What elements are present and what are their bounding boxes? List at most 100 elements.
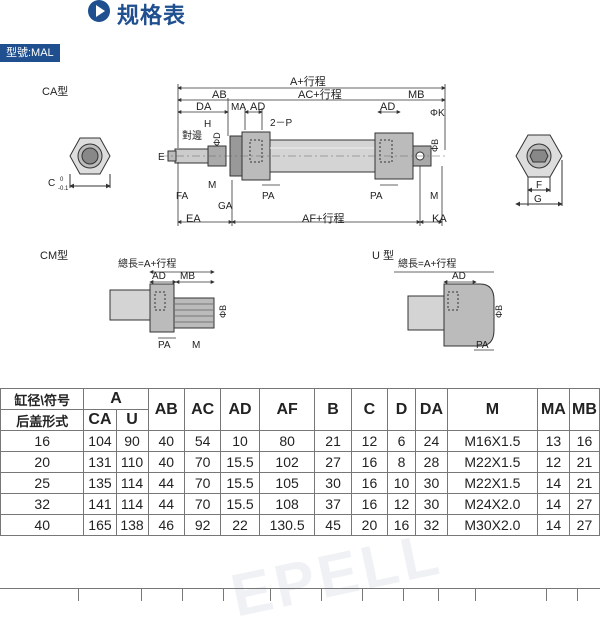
dim-f: F <box>536 180 542 191</box>
section-header: 规格表 <box>0 0 600 29</box>
u-phi-b: ΦB <box>494 305 504 318</box>
table-cell: 92 <box>183 514 222 536</box>
dim-ma: MA <box>231 102 246 113</box>
table-cell: 135 <box>83 472 117 494</box>
table-cell: 102 <box>258 451 316 473</box>
table-cell: 30 <box>414 493 449 515</box>
cm-m: M <box>192 340 200 351</box>
table-cell: 104 <box>83 430 117 452</box>
u-type-detail <box>394 271 495 351</box>
u-total-length: 總長=A+行程 <box>398 257 456 270</box>
dim-a-stroke: A+行程 <box>290 75 326 88</box>
table-cell: 46 <box>147 514 185 536</box>
table-cell: 110 <box>115 451 149 473</box>
dim-phi-k: ΦK <box>430 108 445 119</box>
table-cell: 40 <box>0 514 85 536</box>
table-cell: 24 <box>414 430 449 452</box>
model-tag: 型號:MAL <box>0 44 60 62</box>
dim-ad-left: AD <box>250 101 265 113</box>
dim-g: G <box>534 194 542 205</box>
table-cell: 10 <box>220 430 260 452</box>
table-cell: 105 <box>258 472 316 494</box>
table-cell: 44 <box>147 472 185 494</box>
table-cell: 70 <box>183 472 222 494</box>
cm-mb: MB <box>180 271 195 282</box>
section-title: 规格表 <box>117 4 187 29</box>
table-cell: M30X2.0 <box>447 514 538 536</box>
u-type-label: U 型 <box>372 248 394 262</box>
table-cell: 30 <box>314 472 352 494</box>
table-cell: M22X1.5 <box>447 451 538 473</box>
table-cell: 25 <box>0 472 85 494</box>
header-bore-symbol: 缸径\符号 <box>0 388 85 410</box>
table-cell: 12 <box>536 451 570 473</box>
table-cell: 16 <box>568 430 600 452</box>
dim-ad-right: AD <box>380 101 395 113</box>
header-a: A <box>83 388 149 410</box>
dim-phi-b-main: ΦB <box>430 139 440 152</box>
top-dims <box>177 84 446 226</box>
table-cell: 40 <box>147 430 185 452</box>
table-cell: 21 <box>568 472 600 494</box>
dim-phi-d: ΦD <box>212 132 222 146</box>
header-af: AF <box>258 388 316 431</box>
cm-type-label: CM型 <box>40 248 68 262</box>
table-cell: 70 <box>183 451 222 473</box>
header-rear-cover: 后盖形式 <box>0 409 85 431</box>
tol-bottom: -0.1 <box>58 186 69 192</box>
header-da: DA <box>414 388 449 431</box>
dim-2p: 2－P <box>270 118 293 129</box>
table-cell: 114 <box>115 493 149 515</box>
u-pa: PA <box>476 340 489 351</box>
header-mb: MB <box>568 388 600 431</box>
dim-c-left: C <box>48 178 55 189</box>
header-u: U <box>115 409 149 431</box>
table-cell: 130.5 <box>258 514 316 536</box>
dim-pa-right: PA <box>370 191 383 202</box>
header-m: M <box>447 388 538 431</box>
table-cell: 16 <box>0 430 85 452</box>
play-icon <box>88 0 110 22</box>
table-cell: 27 <box>314 451 352 473</box>
table-cell: M24X2.0 <box>447 493 538 515</box>
dim-ga: GA <box>218 201 233 212</box>
table-cell: 20 <box>0 451 85 473</box>
table-cell: 32 <box>414 514 449 536</box>
table-cell: 90 <box>115 430 149 452</box>
header-ad: AD <box>220 388 260 431</box>
table-cell: 37 <box>314 493 352 515</box>
dim-ab: AB <box>212 89 227 101</box>
dim-m-right: M <box>430 191 438 202</box>
table-cell: 16 <box>350 493 389 515</box>
table-cell: 54 <box>183 430 222 452</box>
table-cell: 138 <box>115 514 149 536</box>
table-cell: 70 <box>183 493 222 515</box>
table-cell: M16X1.5 <box>447 430 538 452</box>
table-cell: 27 <box>568 493 600 515</box>
spec-table: 缸径\符号 A AB AC AD AF B C D DA M MA MB 后盖形… <box>0 388 600 536</box>
table-cell: 22 <box>220 514 260 536</box>
cm-total-length: 總長=A+行程 <box>118 257 176 270</box>
tol-top: 0 <box>60 177 64 183</box>
table-cell: 8 <box>387 451 416 473</box>
cm-ad: AD <box>152 271 166 282</box>
table-cell: 15.5 <box>220 493 260 515</box>
ca-type-label: CA型 <box>42 84 68 98</box>
dim-da: DA <box>196 101 212 113</box>
table-cell: 28 <box>414 451 449 473</box>
table-cell: 16 <box>387 514 416 536</box>
table-cell: 13 <box>536 430 570 452</box>
table-cell: 27 <box>568 514 600 536</box>
dim-pa-left: PA <box>262 191 275 202</box>
table-cell: 16 <box>350 451 389 473</box>
table-cell: 20 <box>350 514 389 536</box>
table-header-row-2: 后盖形式 CA U <box>0 409 600 431</box>
dim-mb-top: MB <box>408 89 425 101</box>
dim-e: E <box>158 152 165 163</box>
table-cell: 44 <box>147 493 185 515</box>
cm-type-detail <box>109 270 215 339</box>
